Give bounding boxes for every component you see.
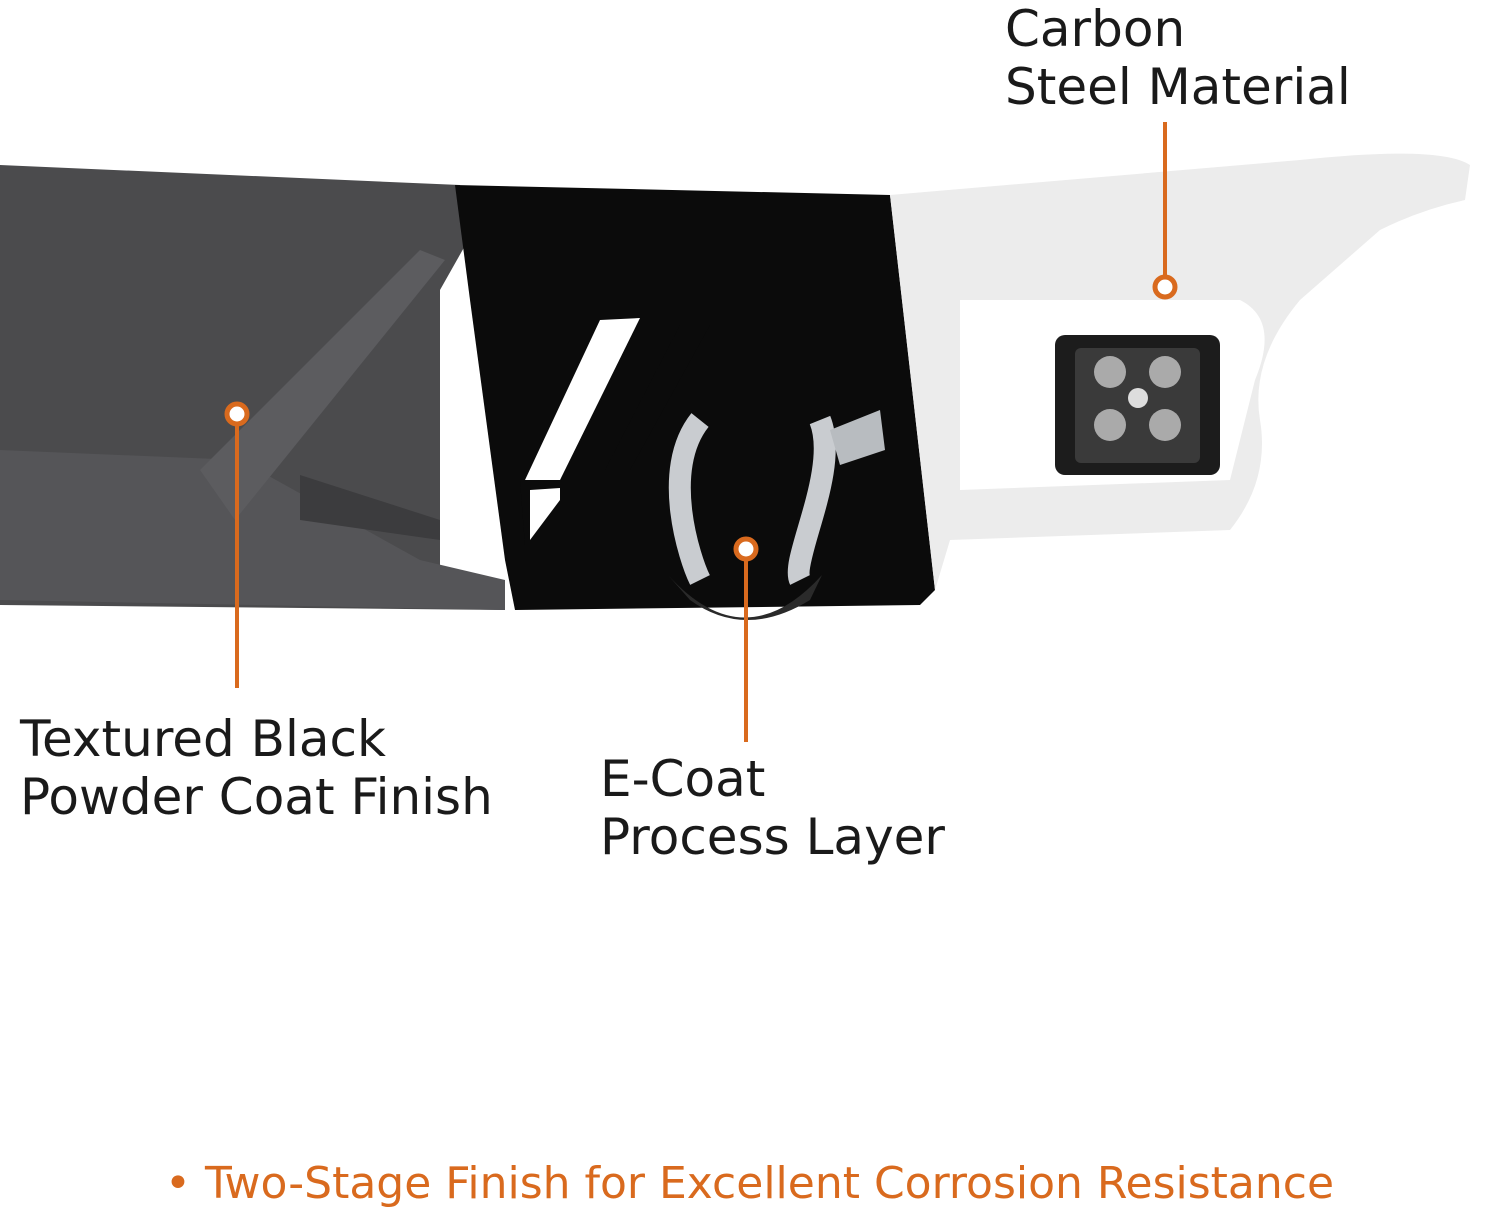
- callout-line: Process Layer: [600, 808, 945, 866]
- callout-carbon-steel: Carbon Steel Material: [1005, 0, 1351, 116]
- callout-line: Carbon: [1005, 0, 1186, 58]
- callout-ecoat: E-Coat Process Layer: [600, 750, 945, 866]
- led-cube-light: [1055, 335, 1220, 475]
- steel-section: [890, 153, 1470, 591]
- callout-line: Steel Material: [1005, 58, 1351, 116]
- callout-line: E-Coat: [600, 750, 766, 808]
- ecoat-section: [455, 185, 935, 620]
- callout-pointers: [224, 122, 1178, 742]
- tagline: • Two-Stage Finish for Excellent Corrosi…: [165, 1158, 1335, 1209]
- callout-textured-finish: Textured Black Powder Coat Finish: [20, 710, 493, 826]
- textured-section: [0, 165, 505, 610]
- d-ring-shackle: [668, 410, 885, 620]
- callout-line: Textured Black: [20, 710, 386, 768]
- callout-line: Powder Coat Finish: [20, 768, 493, 826]
